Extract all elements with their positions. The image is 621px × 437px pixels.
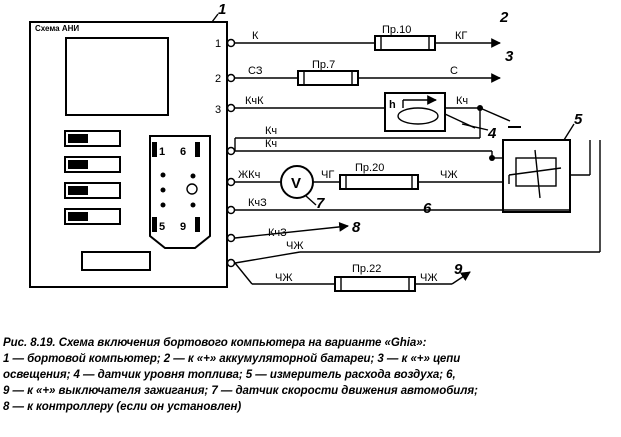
module-label-6: 6	[180, 146, 186, 158]
wire-lighting: СЗ Пр.7 С	[235, 59, 501, 86]
caption-line-2: 1 — бортовой компьютер; 2 — к «+» аккуму…	[3, 353, 461, 365]
pin-2-label: 2	[215, 73, 221, 85]
fuse-22: Пр.22	[352, 263, 381, 275]
onboard-computer: Схема АНИ 1	[29, 21, 228, 288]
gauge-letter: h	[389, 99, 396, 111]
callout-9: 9	[454, 261, 463, 278]
wire-kg: КГ	[455, 30, 467, 42]
wire-kch-sensor: Кч	[456, 95, 468, 107]
callout-6: 6	[423, 200, 432, 217]
connector-module: 1 6 5 9	[149, 135, 211, 249]
wire-chzh-c: ЧЖ	[420, 272, 438, 284]
fuse-10: Пр.10	[382, 24, 411, 36]
module-label-1: 1	[159, 146, 165, 158]
caption-line-3: освещения; 4 — датчик уровня топлива; 5 …	[3, 369, 456, 381]
pin-labels: 1 2 3	[215, 38, 221, 116]
fuel-level-sensor: h КчК Кч	[235, 92, 521, 138]
callout-3: 3	[505, 48, 514, 65]
callout-7: 7	[316, 195, 325, 212]
module-label-9: 9	[180, 221, 186, 233]
wire-ignition: ЧЖ ЧЖ Пр.22 ЧЖ	[234, 140, 601, 292]
computer-display	[65, 37, 169, 116]
wire-zhkch: ЖКч	[238, 169, 260, 181]
speed-letter: V	[291, 175, 301, 192]
fuse-7: Пр.7	[312, 59, 335, 71]
computer-small-window	[81, 251, 151, 271]
caption-line-5: 8 — к контроллеру (если он установлен)	[3, 401, 242, 413]
wire-kch-a: Кч	[265, 125, 277, 137]
wire-kchz2: КчЗ	[268, 227, 287, 239]
caption-line-1: Рис. 8.19. Схема включения бортового ком…	[3, 337, 427, 349]
wiring-diagram: Схема АНИ 1	[29, 1, 601, 292]
wire-s: С	[450, 65, 458, 77]
wire-chzh-b: ЧЖ	[275, 272, 293, 284]
callouts: 1 2 3 4 5 6 7 8 9	[211, 1, 583, 278]
callout-2: 2	[499, 9, 509, 26]
wire-kchk: КчК	[245, 95, 264, 107]
wire-kch-b: Кч	[265, 138, 277, 150]
caption-line-4: 9 — к «+» выключателя зажигания; 7 — дат…	[3, 385, 478, 397]
wire-chzh-a: ЧЖ	[286, 240, 304, 252]
figure-caption: Рис. 8.19. Схема включения бортового ком…	[3, 335, 619, 415]
wire-chg: ЧГ	[321, 169, 334, 181]
callout-4: 4	[487, 125, 497, 142]
computer-title: Схема АНИ	[35, 24, 79, 33]
speed-sensor: V ЖКч ЧГ Пр.20 ЧЖ	[235, 162, 503, 199]
module-label-5: 5	[159, 221, 165, 233]
pin-1-label: 1	[215, 38, 221, 50]
terminals	[226, 38, 236, 268]
wire-kchz: КчЗ	[248, 197, 267, 209]
wire-sz: СЗ	[248, 65, 263, 77]
wire-chzh-meter: ЧЖ	[440, 169, 458, 181]
wire-battery: К Пр.10 КГ	[235, 24, 501, 51]
fuse-20: Пр.20	[355, 162, 384, 174]
wire-k: К	[252, 30, 259, 42]
callout-5: 5	[574, 111, 583, 128]
callout-1: 1	[218, 1, 226, 18]
computer-buttons	[64, 130, 121, 225]
wire-controller: КчЗ КчЗ	[234, 197, 349, 239]
air-flow-meter: Кч Кч	[234, 125, 591, 213]
pin-3-label: 3	[215, 104, 221, 116]
callout-8: 8	[352, 219, 361, 236]
